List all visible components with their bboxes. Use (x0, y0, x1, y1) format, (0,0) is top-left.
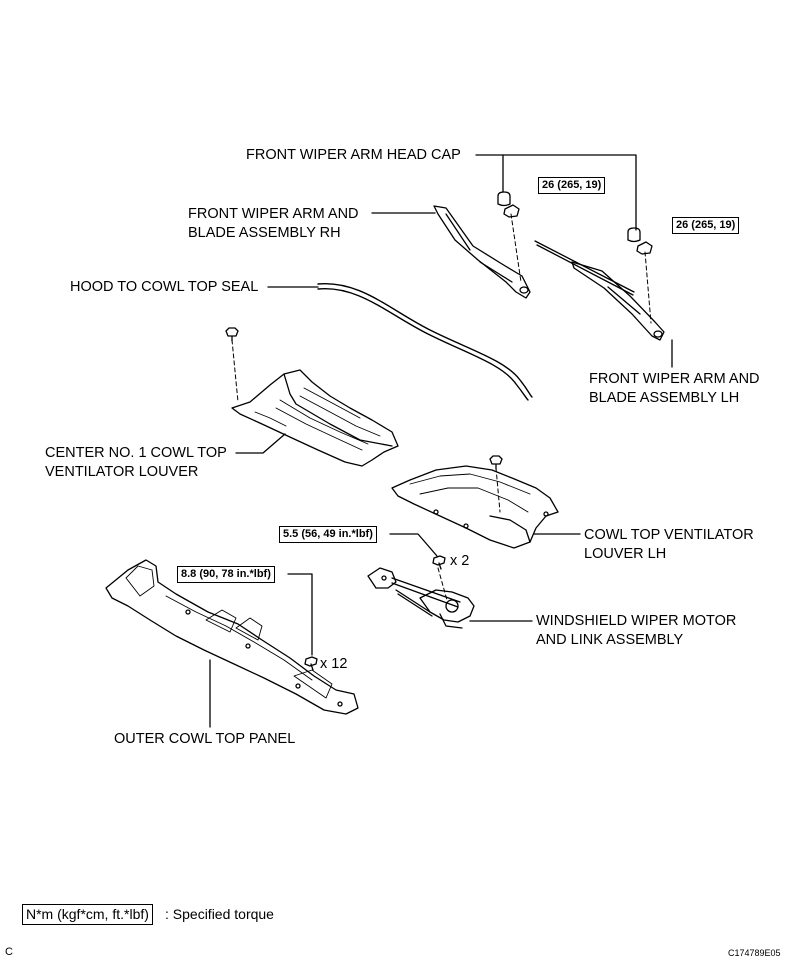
bolt-motor-icon (432, 555, 446, 570)
wiper-arm-rh (433, 205, 531, 299)
nut-rh-icon (503, 204, 520, 218)
figure-id: C174789E05 (728, 948, 781, 958)
wiper-arm-lh (534, 240, 665, 341)
label-louver-lh-line2: LOUVER LH (584, 546, 667, 562)
label-wiper-motor-line2: AND LINK ASSEMBLY (536, 632, 684, 648)
leader-lines (209, 154, 673, 728)
qty-motor-bolt: x 2 (450, 553, 470, 569)
label-center-louver-line2: VENTILATOR LOUVER (45, 464, 199, 480)
torque-lh-nut: 26 (265, 19) (672, 217, 740, 234)
label-louver-lh-line1: COWL TOP VENTILATOR (584, 527, 754, 543)
label-wiper-rh-line1: FRONT WIPER ARM AND (188, 206, 359, 222)
head-cap-rh-icon (497, 191, 511, 207)
label-center-louver-line1: CENTER NO. 1 COWL TOP (45, 445, 227, 461)
torque-motor-bolt: 5.5 (56, 49 in.*lbf) (279, 526, 377, 543)
legend-description: : Specified torque (165, 906, 274, 922)
torque-rh-nut: 26 (265, 19) (538, 177, 606, 194)
label-hood-seal: HOOD TO COWL TOP SEAL (70, 279, 259, 295)
torque-panel-bolt: 8.8 (90, 78 in.*lbf) (177, 566, 275, 583)
nut-lh-icon (636, 241, 653, 255)
label-wiper-rh-line2: BLADE ASSEMBLY RH (188, 225, 341, 241)
hood-seal (317, 282, 533, 401)
clip-lh-icon (489, 455, 503, 470)
bolt-panel-icon (304, 656, 318, 671)
head-cap-lh-icon (627, 227, 641, 243)
label-outer-panel: OUTER COWL TOP PANEL (114, 731, 296, 747)
outer-cowl-panel (105, 559, 359, 715)
center-louver (231, 369, 399, 467)
wiper-motor-link (367, 567, 475, 629)
louver-lh (391, 465, 559, 549)
legend-unit-box: N*m (kgf*cm, ft.*lbf) (22, 904, 153, 925)
label-wiper-motor-line1: WINDSHIELD WIPER MOTOR (536, 613, 737, 629)
install-lines (231, 213, 652, 601)
section-letter: C (5, 946, 13, 958)
label-wiper-head-cap: FRONT WIPER ARM HEAD CAP (246, 147, 461, 163)
label-wiper-lh-line2: BLADE ASSEMBLY LH (589, 390, 740, 406)
qty-panel-bolt: x 12 (320, 656, 348, 672)
clip-center-icon (225, 327, 239, 342)
label-wiper-lh-line1: FRONT WIPER ARM AND (589, 371, 760, 387)
